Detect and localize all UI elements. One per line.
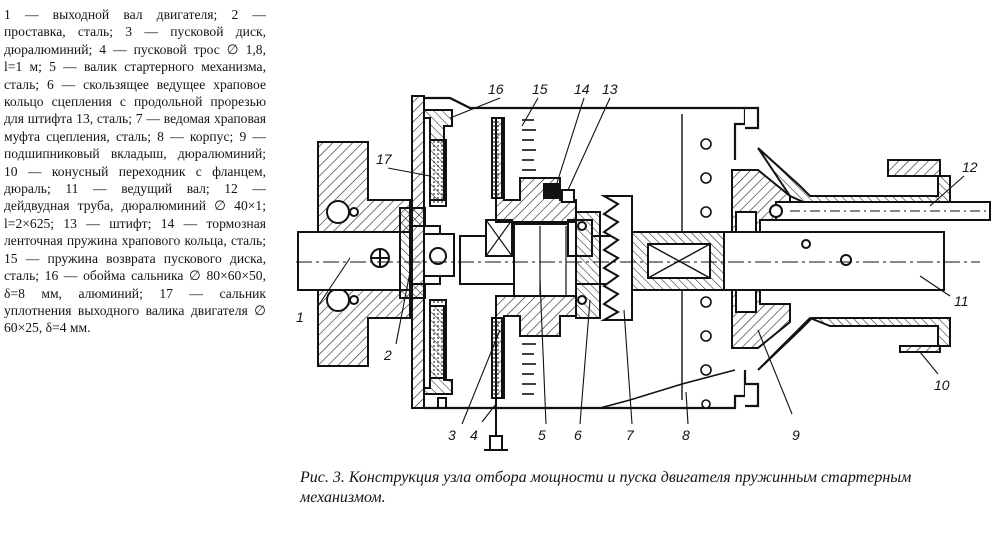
engine-block	[317, 141, 411, 367]
parts-legend-text: 1 — выходной вал двигателя; 2 — проставк…	[4, 7, 266, 336]
callout-5: 5	[538, 427, 546, 443]
callout-16: 16	[488, 81, 504, 97]
callout-labels: 1 2 3 4 5 6 7 8 9 10 11 12 13 14 15 16 1…	[296, 81, 978, 443]
figure-caption-text: Рис. 3. Конструкция узла отбора мощности…	[300, 469, 912, 506]
callout-2: 2	[383, 347, 392, 363]
callout-13: 13	[602, 81, 618, 97]
callout-17: 17	[376, 151, 393, 167]
drive-shaft	[631, 231, 945, 291]
cone-adapter	[757, 147, 951, 371]
callout-11: 11	[954, 293, 969, 309]
output-shaft	[297, 231, 411, 291]
driven-ratchet-clutch	[600, 195, 633, 321]
callout-9: 9	[792, 427, 800, 443]
callout-15: 15	[532, 81, 548, 97]
sliding-ratchet-ring	[575, 211, 601, 319]
callout-12: 12	[962, 159, 978, 175]
housing-rivets	[700, 138, 712, 409]
callout-10: 10	[934, 377, 950, 393]
assembly-drawing: 1 2 3 4 5 6 7 8 9 10 11 12 13 14 15 16 1…	[296, 81, 991, 451]
callout-14: 14	[574, 81, 590, 97]
return-spring	[522, 119, 536, 395]
parts-legend: 1 — выходной вал двигателя; 2 — проставк…	[4, 6, 266, 337]
callout-6: 6	[574, 427, 582, 443]
callout-4: 4	[470, 427, 478, 443]
callout-7: 7	[626, 427, 635, 443]
housing	[424, 96, 760, 410]
stern-tube	[769, 201, 991, 221]
callout-1: 1	[296, 309, 304, 325]
leader-lines	[317, 97, 965, 425]
callout-3: 3	[448, 427, 456, 443]
starter-cable	[484, 398, 508, 451]
figure-caption: Рис. 3. Конструкция узла отбора мощности…	[300, 468, 990, 508]
callout-8: 8	[682, 427, 690, 443]
